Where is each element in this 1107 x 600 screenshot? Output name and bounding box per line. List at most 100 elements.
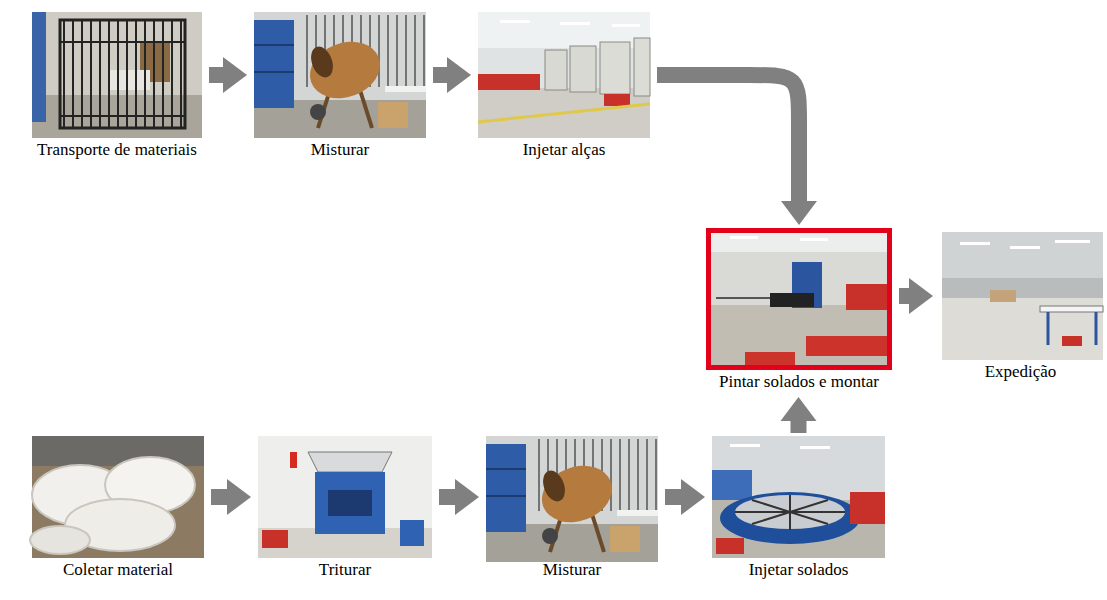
step-caption: Misturar bbox=[482, 560, 662, 580]
process-step: Injetar solados bbox=[708, 436, 889, 582]
photo-mixer bbox=[254, 20, 294, 108]
photo-grinder bbox=[262, 530, 288, 548]
arrow-shaft bbox=[899, 288, 910, 304]
photo-frame bbox=[254, 436, 436, 560]
photo-material-transport bbox=[60, 41, 185, 43]
arrow-head bbox=[447, 57, 471, 93]
process-step: Injetar alças bbox=[474, 12, 654, 162]
process-step: Transporte de materiais bbox=[28, 12, 206, 162]
photo-painting-assembly bbox=[706, 228, 892, 370]
photo-frame bbox=[250, 12, 430, 140]
photo-material-transport bbox=[32, 12, 202, 138]
process-step: Expedição bbox=[936, 232, 1105, 384]
photo-painting-assembly bbox=[806, 336, 890, 356]
photo-sole-injection bbox=[752, 500, 828, 524]
photo-shipping bbox=[1040, 306, 1103, 312]
photo-mixer bbox=[307, 44, 337, 81]
photo-grinder bbox=[400, 520, 424, 546]
photo-handle-injection bbox=[500, 20, 530, 23]
flow-arrow bbox=[657, 75, 817, 225]
process-step: Pintar solados e montar bbox=[702, 228, 896, 394]
photo-material-transport bbox=[32, 12, 46, 122]
photo-frame bbox=[702, 228, 896, 372]
photo-mixer bbox=[486, 436, 658, 562]
photo-shipping bbox=[990, 290, 1016, 302]
photo-mixer bbox=[254, 12, 426, 138]
photo-sole-injection bbox=[712, 436, 885, 558]
arrow-head bbox=[781, 397, 817, 421]
arrow-head bbox=[227, 479, 251, 515]
step-caption: Expedição bbox=[936, 362, 1105, 382]
photo-handle-injection bbox=[600, 42, 630, 94]
photo-mixer bbox=[385, 86, 426, 92]
photo-shipping bbox=[1055, 240, 1090, 243]
photo-mixer bbox=[378, 102, 408, 128]
arrow-shaft bbox=[665, 489, 682, 505]
photo-mixer bbox=[302, 32, 388, 107]
arrow-head bbox=[681, 479, 705, 515]
process-step: Triturar bbox=[254, 436, 436, 582]
arrow-shaft bbox=[211, 489, 228, 505]
photo-sole-injection bbox=[712, 436, 885, 558]
arrow-shaft bbox=[439, 489, 456, 505]
step-caption: Triturar bbox=[254, 560, 436, 580]
photo-handle-injection bbox=[560, 22, 590, 25]
photo-handle-injection bbox=[478, 12, 650, 138]
photo-sole-injection bbox=[712, 470, 752, 500]
photo-material-transport bbox=[32, 12, 202, 138]
flow-arrow bbox=[439, 479, 479, 515]
photo-grinder bbox=[308, 452, 392, 472]
photo-handle-injection bbox=[478, 88, 650, 138]
photo-painting-assembly bbox=[745, 352, 795, 366]
photo-frame bbox=[708, 436, 889, 560]
photo-handle-injection bbox=[570, 46, 596, 92]
step-caption: Coletar material bbox=[28, 560, 208, 580]
photo-sole-injection bbox=[716, 538, 744, 554]
step-caption: Pintar solados e montar bbox=[702, 372, 896, 392]
photo-painting-assembly bbox=[730, 236, 758, 239]
photo-frame bbox=[936, 232, 1105, 362]
photo-sole-injection bbox=[850, 492, 885, 524]
process-step: Misturar bbox=[482, 436, 662, 582]
photo-shipping bbox=[1047, 312, 1050, 345]
arrow-shaft bbox=[209, 67, 224, 83]
photo-handle-injection bbox=[545, 50, 567, 90]
photo-mixer bbox=[254, 12, 426, 138]
photo-handle-injection bbox=[604, 94, 630, 106]
photo-frame bbox=[28, 12, 206, 140]
flow-arrow bbox=[211, 479, 251, 515]
photo-sole-injection bbox=[752, 500, 828, 524]
photo-frame bbox=[474, 12, 654, 140]
photo-grinder bbox=[258, 436, 432, 558]
photo-shipping bbox=[942, 298, 1103, 360]
arrow-shaft bbox=[657, 75, 799, 202]
photo-mixer bbox=[254, 44, 294, 46]
arrow-shaft bbox=[433, 67, 448, 83]
photo-grinder bbox=[290, 452, 297, 468]
arrow-head bbox=[909, 278, 933, 314]
photo-mixer bbox=[310, 104, 326, 120]
photo-material-transport bbox=[60, 115, 185, 117]
photo-sole-injection bbox=[730, 444, 760, 447]
photo-shipping bbox=[1010, 246, 1040, 249]
flow-arrow bbox=[899, 278, 933, 314]
step-caption: Injetar alças bbox=[474, 140, 654, 160]
photo-mixer bbox=[254, 71, 294, 73]
photo-painting-assembly bbox=[709, 231, 890, 368]
arrow-head bbox=[455, 479, 479, 515]
photo-grinder bbox=[258, 436, 432, 558]
photo-shipping bbox=[942, 278, 1103, 298]
photo-handle-injection bbox=[478, 12, 650, 138]
photo-sole-injection bbox=[735, 495, 845, 529]
photo-material-collection bbox=[30, 526, 90, 554]
photo-handle-injection bbox=[612, 24, 640, 27]
arrow-head bbox=[781, 201, 817, 225]
photo-material-collection bbox=[32, 436, 204, 466]
step-caption: Misturar bbox=[250, 140, 430, 160]
flow-arrow bbox=[665, 479, 705, 515]
photo-sole-injection bbox=[720, 492, 860, 544]
flow-arrow bbox=[433, 57, 471, 93]
